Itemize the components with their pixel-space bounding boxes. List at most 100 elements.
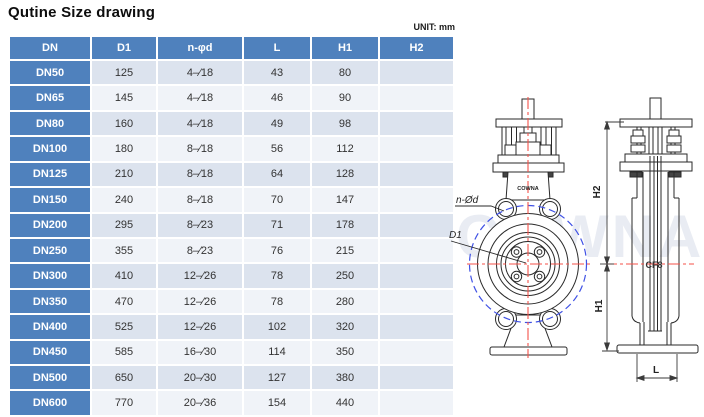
cf8-material-label: CF8: [645, 260, 662, 270]
table-cell: 43: [244, 61, 310, 85]
col-header-h1: H1: [312, 37, 378, 59]
table-cell: 240: [92, 188, 156, 212]
row-header-cell: DN300: [10, 264, 90, 288]
table-cell: 76: [244, 238, 310, 263]
bracket-flange2-side: [619, 161, 693, 172]
table-cell: 8–∕23: [158, 213, 242, 237]
row-header-cell: DN500: [10, 366, 90, 390]
table-cell: 20–∕36: [158, 391, 242, 415]
col-header-nphid: n-φd: [158, 37, 242, 59]
table-cell: 160: [92, 111, 156, 136]
table-cell: 49: [244, 111, 310, 136]
row-header-cell: DN50: [10, 61, 90, 85]
table-cell: 180: [92, 137, 156, 161]
arrow-right: [669, 374, 679, 382]
bracket-columns-front: [501, 127, 557, 155]
table-cell: 90: [312, 86, 378, 110]
table-cell: 8–∕18: [158, 188, 242, 212]
table-cell: 70: [244, 188, 310, 212]
arrow-down: [603, 342, 611, 352]
stud-nut-left: [630, 135, 646, 144]
bracket-top-plate-side: [619, 118, 693, 128]
table-cell: [380, 86, 453, 110]
size-table-header: DN D1 n-φd L H1 H2: [10, 37, 453, 59]
hub-bolts: [510, 246, 546, 283]
table-cell: 215: [312, 238, 378, 263]
stud-nut2-left: [630, 144, 646, 153]
body-profile-side: [631, 156, 680, 345]
page-title: Qutine Size drawing: [8, 4, 156, 21]
table-cell: 145: [92, 86, 156, 110]
table-cell: 4–∕18: [158, 61, 242, 85]
table-cell: 127: [244, 366, 310, 390]
unit-label: UNIT: mm: [413, 22, 455, 32]
table-cell: 355: [92, 238, 156, 263]
table-cell: 440: [312, 391, 378, 415]
table-cell: 64: [244, 162, 310, 187]
table-cell: 210: [92, 162, 156, 187]
table-cell: 46: [244, 86, 310, 110]
table-cell: 470: [92, 289, 156, 314]
table-cell: 380: [312, 366, 378, 390]
table-cell: 650: [92, 366, 156, 390]
d1-leader: [450, 240, 527, 264]
table-cell: 78: [244, 289, 310, 314]
table-cell: 280: [312, 289, 378, 314]
row-header-cell: DN200: [10, 213, 90, 237]
table-cell: 80: [312, 61, 378, 85]
col-header-h2: H2: [380, 37, 453, 59]
table-cell: 71: [244, 213, 310, 237]
table-cell: 56: [244, 137, 310, 161]
stud-cap-right: [668, 129, 680, 137]
lug-hole: [542, 201, 558, 217]
bracket-nut-right-front: [539, 144, 552, 156]
arrow-up: [603, 262, 611, 272]
table-cell: 770: [92, 391, 156, 415]
side-view: [605, 97, 699, 354]
row-header-cell: DN65: [10, 86, 90, 110]
row-header-cell: DN100: [10, 137, 90, 161]
table-cell: 4–∕18: [158, 86, 242, 110]
row-header-cell: DN250: [10, 238, 90, 263]
arrow-up: [603, 120, 611, 130]
row-header-cell: DN150: [10, 188, 90, 212]
table-cell: 320: [312, 315, 378, 339]
table-cell: [380, 238, 453, 263]
table-cell: 295: [92, 213, 156, 237]
table-cell: [380, 366, 453, 390]
col-header-l: L: [244, 37, 310, 59]
table-cell: [380, 162, 453, 187]
row-header-cell: DN350: [10, 289, 90, 314]
table-cell: [380, 213, 453, 237]
table-cell: 585: [92, 340, 156, 365]
arrow-down: [603, 256, 611, 266]
d1-label: D1: [449, 230, 462, 241]
table-cell: 178: [312, 213, 378, 237]
lug-hole: [542, 311, 558, 327]
table-cell: 12–∕26: [158, 315, 242, 339]
table-cell: 8–∕18: [158, 162, 242, 187]
table-cell: 250: [312, 264, 378, 288]
table-cell: [380, 289, 453, 314]
table-cell: 147: [312, 188, 378, 212]
table-cell: 12–∕26: [158, 289, 242, 314]
bracket-top-plate-front: [495, 118, 563, 128]
col-header-dn: DN: [10, 37, 90, 59]
table-cell: [380, 188, 453, 212]
foot-base-side: [616, 344, 699, 354]
table-cell: [380, 340, 453, 365]
table-cell: 12–∕26: [158, 264, 242, 288]
row-header-cell: DN600: [10, 391, 90, 415]
table-cell: 8–∕18: [158, 137, 242, 161]
bolt-holes-leader: [455, 205, 505, 212]
